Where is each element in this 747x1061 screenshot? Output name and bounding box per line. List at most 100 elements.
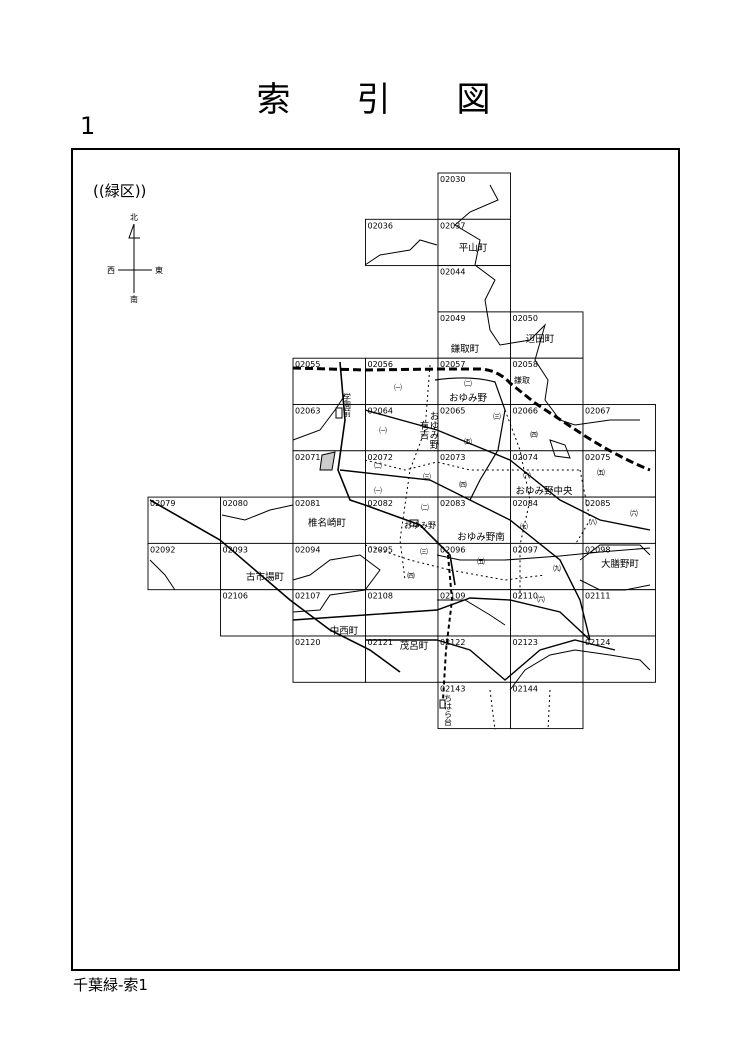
- grid-cell[interactable]: 02080: [220, 496, 294, 544]
- grid-cell[interactable]: 02044: [437, 265, 511, 313]
- grid-cell-code: 02083: [440, 499, 465, 508]
- grid-cell-code: 02071: [295, 453, 320, 462]
- ward-boundary: [454, 184, 640, 426]
- district-boundary: [364, 544, 546, 581]
- road: [436, 547, 651, 561]
- district-mark: ㈢: [493, 411, 501, 421]
- grid-cell[interactable]: 02121: [365, 635, 439, 683]
- grid-cell[interactable]: 02106: [220, 589, 294, 637]
- district-boundary: [364, 459, 580, 471]
- grid-cell-code: 02097: [513, 545, 538, 554]
- grid-cell[interactable]: 02098: [582, 542, 656, 591]
- compass-rose: [118, 223, 152, 293]
- grid-cell-code: 02050: [513, 314, 538, 323]
- grid-cell-code: 02144: [513, 684, 538, 693]
- district-mark: ㈥: [537, 594, 545, 604]
- grid-cell-border: [582, 635, 656, 683]
- grid-cell-border: [510, 635, 584, 683]
- grid-cell-code: 02044: [440, 268, 465, 277]
- grid-cell-border: [510, 681, 584, 730]
- grid-cell[interactable]: 02058: [510, 357, 584, 405]
- grid-cell-code: 02072: [368, 453, 393, 462]
- compass-east: 東: [155, 265, 163, 275]
- grid-cell[interactable]: 02065: [437, 404, 511, 452]
- grid-cell-code: 02079: [150, 499, 175, 508]
- grid-cell[interactable]: 02030: [437, 172, 511, 220]
- road: [434, 377, 506, 501]
- district-mark: ㈠: [374, 485, 382, 495]
- grid-cell-code: 02110: [513, 592, 538, 601]
- district-mark: ㈣: [459, 480, 467, 489]
- town-name: 古市場町: [246, 571, 285, 583]
- grid-cell-border: [292, 404, 366, 452]
- grid-cell[interactable]: 02049: [437, 311, 511, 359]
- district-mark: ㈡: [421, 502, 429, 512]
- grid-cell[interactable]: 02144: [510, 681, 584, 730]
- grid-cell-code: 02122: [440, 638, 465, 647]
- ward-boundary: [292, 554, 381, 613]
- grid-cell[interactable]: 02073: [437, 450, 511, 498]
- grid-cell-code: 02082: [368, 499, 393, 508]
- grid-cell[interactable]: 02063: [292, 404, 366, 452]
- grid-cell[interactable]: 02075: [582, 450, 656, 498]
- grid-cell[interactable]: 02084: [510, 496, 584, 544]
- grid-cell-code: 02093: [223, 545, 248, 554]
- grid-cell[interactable]: 02111: [582, 589, 656, 637]
- grid-cell[interactable]: 02064: [365, 404, 439, 452]
- district-mark: ㈥: [523, 470, 531, 480]
- district-mark: ㈡: [464, 378, 472, 388]
- town-names: 平山町鎌取町辺田町おゆみ野椎名崎町おゆみ野中央おゆみ野南古市場町大膳野町中西町茂…: [246, 243, 640, 652]
- grid-cell[interactable]: 02055: [292, 357, 366, 405]
- grid-cell-code: 02036: [368, 221, 393, 230]
- grid-cell[interactable]: 02085: [582, 496, 656, 544]
- grid-cell[interactable]: 02037: [437, 218, 511, 267]
- district-mark: ㈥: [630, 508, 638, 518]
- grid-cell[interactable]: 02082: [365, 496, 439, 544]
- grid-cell-border: [437, 218, 511, 267]
- grid-cell[interactable]: 02120: [292, 635, 366, 683]
- grid-cell-border: [292, 635, 366, 683]
- grid-cell[interactable]: 02124: [582, 635, 656, 683]
- grid-cell[interactable]: 02109: [437, 589, 511, 637]
- district-mark: ㈤: [477, 556, 485, 566]
- grid-cell-code: 02037: [440, 221, 465, 230]
- grid-cell-code: 02123: [513, 638, 538, 647]
- grid-cell[interactable]: 02123: [510, 635, 584, 683]
- district-boundary: [489, 689, 496, 731]
- grid-cell-border: [147, 542, 221, 591]
- district-mark: ㈦: [520, 521, 528, 531]
- district-mark: ㈠: [394, 382, 402, 392]
- grid-cell[interactable]: 02081: [292, 496, 366, 544]
- rail-line-south: [442, 554, 454, 701]
- grid-cell[interactable]: 02110: [510, 589, 584, 637]
- grid-cell-code: 02084: [513, 499, 538, 508]
- grid-cell[interactable]: 02092: [147, 542, 221, 591]
- station-mark: [439, 699, 446, 709]
- map-features: [149, 184, 651, 731]
- grid-cell-code: 02107: [295, 592, 320, 601]
- map-label: おゆみ野: [404, 521, 436, 530]
- town-name: 大膳野町: [601, 558, 640, 570]
- compass-north: 北: [130, 213, 138, 222]
- town-name: 茂呂町: [400, 640, 429, 652]
- grid-cell-code: 02063: [295, 407, 320, 416]
- grid-cell-code: 02066: [513, 407, 538, 416]
- grid-cell-code: 02120: [295, 638, 320, 647]
- grid-cell[interactable]: 02096: [437, 542, 511, 591]
- grid-cell[interactable]: 02057: [437, 357, 511, 405]
- grid-cell[interactable]: 02050: [510, 311, 584, 359]
- district-mark: ㈧: [589, 518, 597, 527]
- grid-cell-border: [437, 265, 511, 313]
- grid-cell-code: 02073: [440, 453, 465, 462]
- grid-cell[interactable]: 02067: [582, 404, 656, 452]
- grid-cell[interactable]: 02107: [292, 589, 366, 637]
- grid-cell-code: 02098: [585, 545, 610, 554]
- map-label: ちはら台: [444, 694, 453, 727]
- grid-cell[interactable]: 02094: [292, 542, 366, 591]
- title-char: 引: [356, 80, 391, 120]
- page-number: 1: [80, 112, 96, 140]
- grid-cell[interactable]: 02056: [365, 357, 439, 405]
- grid-cell-code: 02064: [368, 407, 393, 416]
- ward-boundary: [579, 579, 651, 591]
